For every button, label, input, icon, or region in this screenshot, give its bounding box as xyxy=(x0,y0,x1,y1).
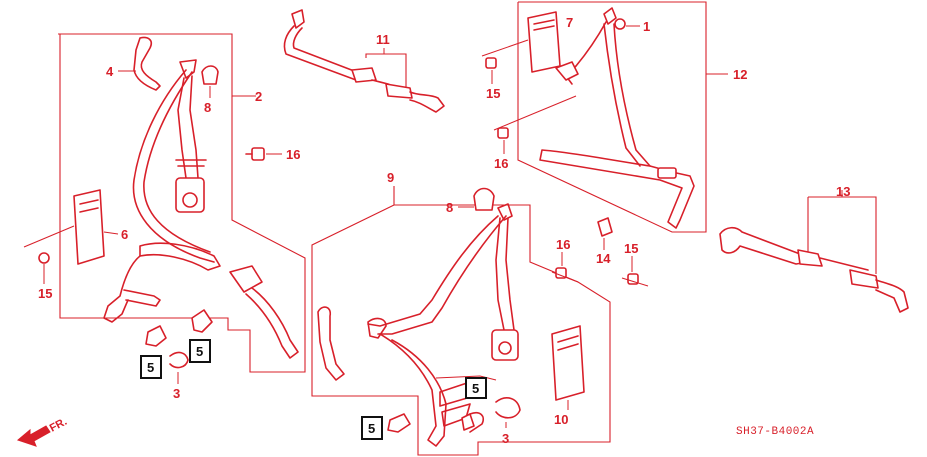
boxed-callout-5-b: 5 xyxy=(189,339,211,363)
callout-14: 14 xyxy=(596,251,611,266)
svg-text:5: 5 xyxy=(147,360,154,375)
front-direction-arrow: FR. xyxy=(16,416,69,447)
callout-1: 1 xyxy=(643,19,650,34)
belt-assembly-part-11 xyxy=(283,9,445,113)
bracket-part-4 xyxy=(118,36,161,91)
group-2-frame xyxy=(58,33,306,373)
front-seat-belt-assembly xyxy=(103,59,299,359)
svg-text:5: 5 xyxy=(472,381,479,396)
bolt-part-15-front xyxy=(23,225,75,284)
rear-buckle-covers xyxy=(387,375,521,433)
group-9-frame xyxy=(311,186,611,456)
callout-15-front: 15 xyxy=(38,286,52,301)
group-11-bracket xyxy=(365,48,407,96)
svg-text:5: 5 xyxy=(196,344,203,359)
callout-13: 13 xyxy=(836,184,850,199)
callout-16-center: 16 xyxy=(556,237,570,252)
callout-15-top: 15 xyxy=(486,86,500,101)
callout-3-center: 3 xyxy=(502,431,509,446)
callout-4: 4 xyxy=(106,64,114,79)
callout-9: 9 xyxy=(387,170,394,185)
boxed-callout-5-c: 5 xyxy=(465,377,487,399)
label-plate-part-10 xyxy=(551,325,585,410)
callout-10: 10 xyxy=(554,412,568,427)
direction-label: FR. xyxy=(48,416,69,435)
group-12-frame xyxy=(517,1,728,233)
bolts-group-12 xyxy=(481,39,577,154)
boxed-callout-5-a: 5 xyxy=(140,355,162,379)
callout-3-left: 3 xyxy=(173,386,180,401)
callout-16-top: 16 xyxy=(494,156,508,171)
callout-12: 12 xyxy=(733,67,747,82)
boxed-callout-5-d: 5 xyxy=(361,416,383,440)
svg-text:5: 5 xyxy=(368,421,375,436)
callout-8-rear: 8 xyxy=(446,200,453,215)
belt-assembly-part-13 xyxy=(719,226,909,313)
belt-assembly-part-12 xyxy=(527,7,695,229)
group-13-bracket xyxy=(807,190,877,274)
bolt-part-16-front xyxy=(245,147,282,161)
callout-15-center: 15 xyxy=(624,241,638,256)
callout-11: 11 xyxy=(376,32,390,47)
rear-center-belt-assembly xyxy=(317,187,519,447)
bolts-center xyxy=(551,217,649,287)
boxed-callouts: 5 5 5 5 xyxy=(140,339,487,440)
callout-labels: 4 8 2 16 6 15 3 11 7 1 12 15 16 9 8 16 1… xyxy=(38,15,850,446)
callout-2: 2 xyxy=(255,89,262,104)
callout-7: 7 xyxy=(566,15,573,30)
callout-8-front: 8 xyxy=(204,100,211,115)
drawing-code: SH37-B4002A xyxy=(736,426,814,438)
covers-part-5-left xyxy=(145,309,213,384)
cover-part-8-front xyxy=(201,65,219,98)
label-plate-part-6 xyxy=(73,189,119,265)
callout-16-front: 16 xyxy=(286,147,300,162)
callout-6: 6 xyxy=(121,227,128,242)
